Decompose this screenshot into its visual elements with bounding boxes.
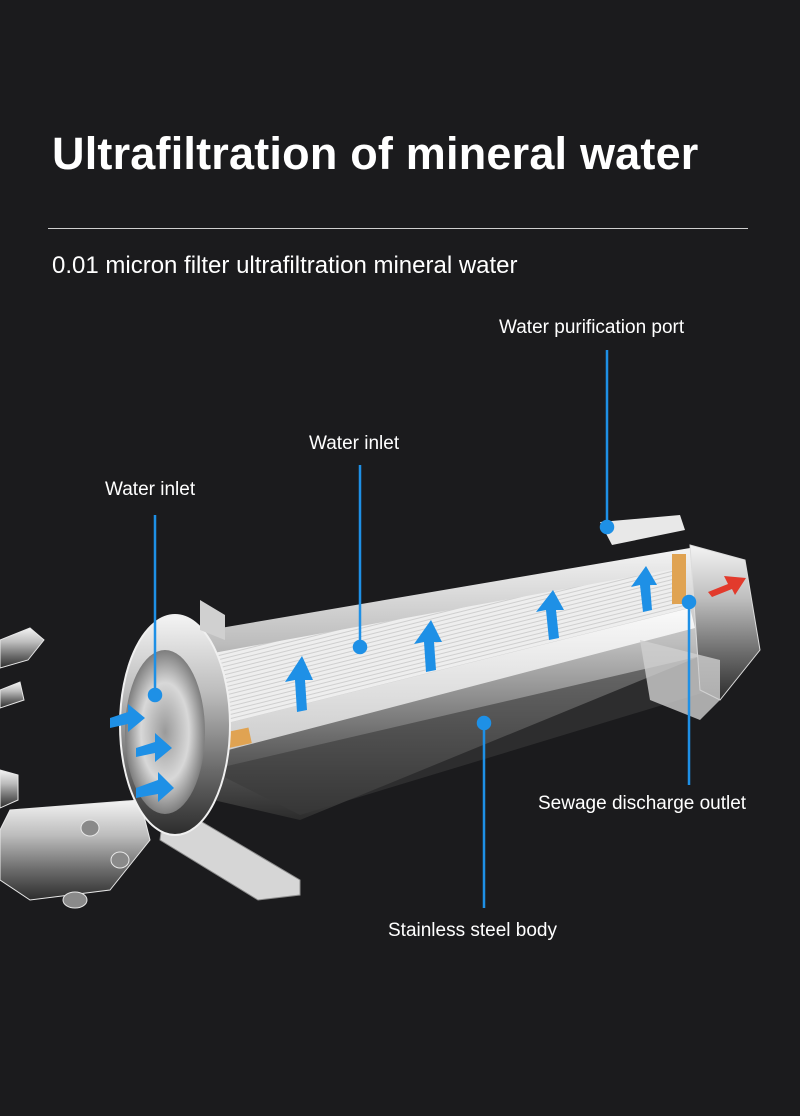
callout-lines	[147, 350, 697, 908]
sewage-outlet-arrow	[708, 576, 746, 597]
left-coupling-parts	[0, 627, 151, 909]
seal-right	[672, 554, 686, 604]
label-water-purification-port: Water purification port	[499, 317, 685, 338]
page-subtitle: 0.01 micron filter ultrafiltration miner…	[52, 252, 518, 279]
flow-arrows	[110, 566, 657, 802]
end-cap-disc	[125, 650, 205, 814]
label-water-inlet-left: Water inlet	[105, 479, 196, 500]
label-water-inlet-top: Water inlet	[309, 433, 400, 454]
page-title: Ultrafiltration of mineral water	[52, 128, 699, 179]
title-divider	[48, 228, 748, 229]
label-stainless-steel-body: Stainless steel body	[388, 920, 557, 941]
label-sewage-discharge-outlet: Sewage discharge outlet	[538, 793, 747, 814]
